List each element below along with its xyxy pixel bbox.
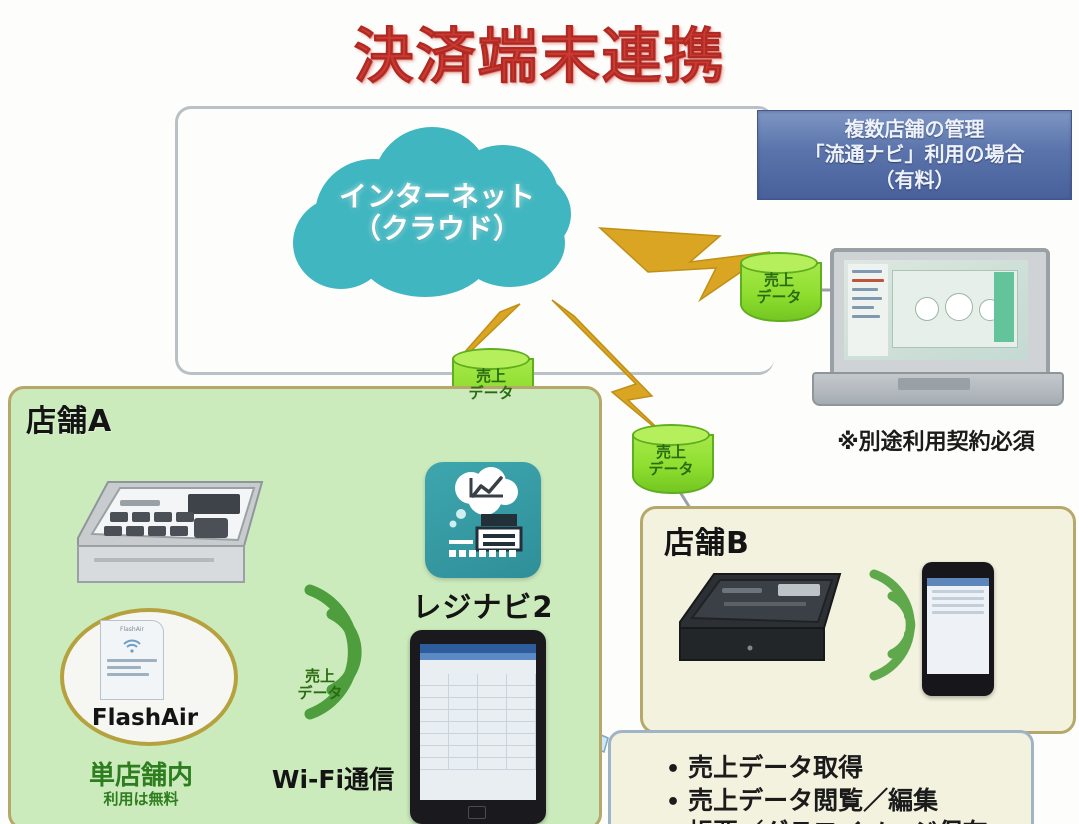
tablet-device[interactable]: [410, 630, 546, 824]
laptop-illustration: [812, 248, 1064, 416]
sales-data-cylinder-storeb-up: 売上 データ: [632, 424, 714, 500]
wifi-communication-label: Wi-Fi通信: [271, 765, 395, 794]
notice-line3: （有料）: [874, 167, 955, 192]
card-line: [107, 666, 141, 669]
footer-sub: 利用は無料: [103, 789, 179, 808]
flashair-sd-card: FlashAir: [100, 620, 164, 700]
feature-item: 帳票／グラフイメージ保存: [662, 817, 1062, 824]
app-icon-art: [449, 467, 523, 557]
rejinavi-app-icon[interactable]: [425, 462, 541, 578]
tablet-status-bar: [420, 644, 536, 653]
table-row: [420, 758, 536, 770]
screen-line: [852, 270, 882, 273]
cylinder-top: [740, 252, 818, 274]
notice-line2: 「流通ナビ」利用の場合: [804, 142, 1025, 167]
smartphone-device[interactable]: [922, 562, 994, 696]
cash-register-white-icon: [77, 481, 264, 583]
multi-store-notice-text: 複数店舗の管理 「流通ナビ」利用の場合 （有料）: [805, 117, 1025, 194]
phone-line: [932, 611, 984, 614]
card-line: [107, 659, 157, 662]
table-row: [420, 722, 536, 734]
phone-line: [932, 590, 984, 593]
cylinder-label-line1: 売上: [763, 271, 794, 289]
cylinder-label-line2: データ: [468, 383, 514, 402]
footer-main: 単店舗内: [88, 761, 193, 791]
laptop-screen: [844, 260, 1028, 360]
cylinder-label-line2: データ: [756, 287, 802, 306]
feature-item: 売上データ閲覧／編集: [662, 785, 1062, 818]
card-line: [107, 673, 149, 676]
cylinder-label: 売上 データ: [740, 272, 818, 306]
cylinder-label: 売上 データ: [632, 444, 710, 478]
cylinder-label-line1: 売上: [475, 367, 506, 385]
table-row: [420, 734, 536, 746]
laptop-screen-sidebar: [848, 264, 888, 356]
cylinder-top: [632, 424, 710, 446]
wifi-arcs-icon: [304, 584, 362, 720]
cloud-label: インターネット （クラウド）: [287, 181, 587, 245]
page-title: 決済端末連携: [353, 22, 726, 93]
person-icon: [915, 297, 939, 321]
phone-title-bar: [927, 578, 989, 586]
sales-data-cylinder-cloud-right: 売上 データ: [740, 252, 822, 328]
phone-line: [932, 604, 984, 607]
rejinavi-app-label: レジナビ2: [412, 590, 554, 624]
laptop-caption: ※別途利用契約必須: [837, 430, 1035, 455]
flashair-card-lines: [107, 659, 157, 680]
table-row: [420, 710, 536, 722]
laptop-trackpad: [898, 378, 970, 390]
smartphone-screen: [927, 578, 989, 674]
screen-line: [852, 297, 882, 300]
cylinder-label-line1: 売上: [304, 667, 335, 685]
table-row: [420, 698, 536, 710]
cylinder-top: [452, 348, 530, 370]
wifi-icon: [123, 639, 141, 653]
cylinder-label: 売上 データ: [281, 668, 359, 702]
screen-line: [852, 279, 884, 282]
store-a-label: 店舗A: [26, 404, 113, 439]
flashair-label: FlashAir: [91, 705, 199, 731]
table-row: [420, 686, 536, 698]
screen-line: [852, 315, 880, 318]
flashair-card-brand: FlashAir: [120, 626, 144, 633]
cylinder-label-line1: 売上: [655, 443, 686, 461]
store-b-label: 店舗B: [664, 526, 750, 561]
table-row: [420, 746, 536, 758]
notice-line1: 複数店舗の管理: [844, 116, 985, 141]
laptop-lid: [830, 248, 1050, 380]
tablet-home-button[interactable]: [468, 806, 486, 819]
tablet-title-bar: [420, 653, 536, 660]
register-glyph: [449, 514, 523, 557]
cylinder-label-line2: データ: [297, 683, 343, 702]
cloud-label-line2: （クラウド）: [352, 211, 521, 245]
person-icon: [945, 293, 973, 321]
cloud-label-line1: インターネット: [338, 180, 535, 213]
cash-register-dark-icon: [679, 573, 842, 661]
cylinder-label: 売上 データ: [452, 368, 530, 402]
laptop-screen-panel: [994, 272, 1014, 342]
feature-list: 売上データ取得 売上データ閲覧／編集 帳票／グラフイメージ保存: [622, 752, 1062, 824]
cylinder-label-line2: データ: [648, 459, 694, 478]
feature-item: 売上データ取得: [662, 752, 1062, 785]
tablet-table-grid: [420, 674, 536, 770]
screen-line: [852, 288, 878, 291]
internet-cloud: インターネット （クラウド）: [287, 123, 587, 303]
table-row: [420, 674, 536, 686]
multi-store-notice-box: 複数店舗の管理 「流通ナビ」利用の場合 （有料）: [757, 110, 1072, 200]
store-a-footer-note: 単店舗内 利用は無料: [36, 762, 246, 807]
screen-line: [852, 306, 874, 309]
cloud-lobe: [483, 173, 571, 255]
tablet-screen: [420, 644, 536, 800]
wifi-arcs-storeb-icon: [869, 569, 916, 681]
phone-line: [932, 597, 984, 600]
